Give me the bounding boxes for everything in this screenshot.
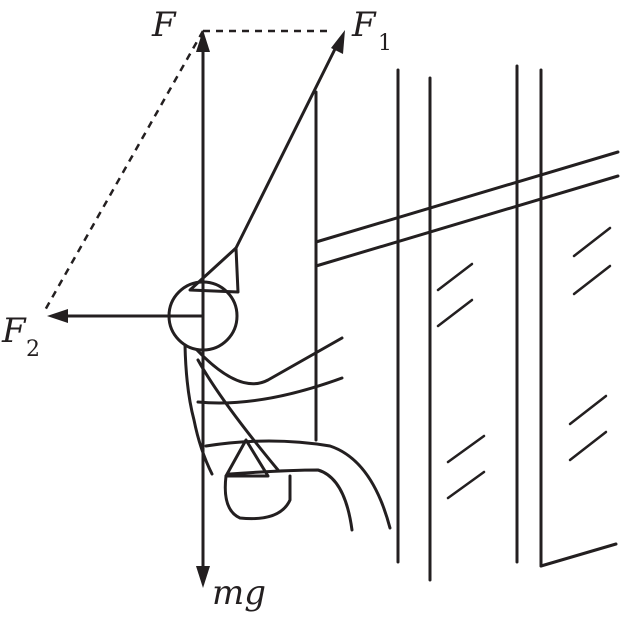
weight-arrowhead xyxy=(196,566,210,588)
label-f1: F xyxy=(351,5,377,45)
f1-force-arrow xyxy=(234,43,339,250)
dashed-left-line xyxy=(42,30,205,313)
label-f1-subscript: 1 xyxy=(378,31,392,56)
f1-arrowhead xyxy=(331,30,345,54)
window-frame xyxy=(314,64,620,582)
labels: F F 1 F 2 mg xyxy=(1,5,392,613)
label-weight: mg xyxy=(212,573,266,613)
glass-reflection-marks xyxy=(436,226,612,500)
parallelogram-construction xyxy=(42,29,330,313)
f2-arrowhead xyxy=(47,309,68,323)
force-vectors xyxy=(47,30,345,588)
label-f2-subscript: 2 xyxy=(26,337,40,362)
resultant-arrowhead xyxy=(196,30,210,52)
label-resultant: F xyxy=(151,5,177,45)
label-f2: F xyxy=(1,311,27,351)
